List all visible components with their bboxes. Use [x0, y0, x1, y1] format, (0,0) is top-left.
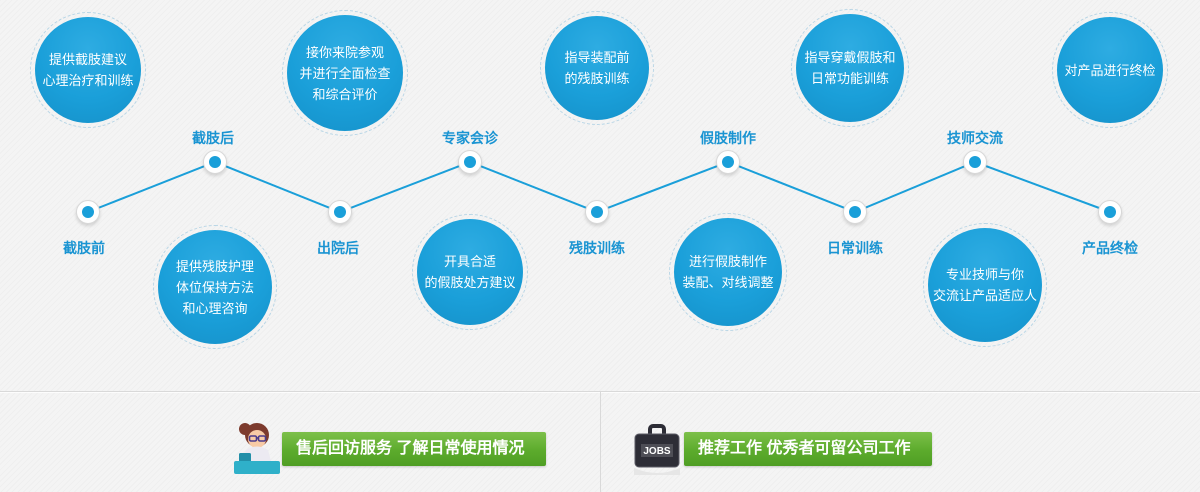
info-bubble-stump-training: 指导装配前 的残肢训练 [540, 11, 654, 125]
stage-label-tech-exchange: 技师交流 [947, 130, 1003, 146]
stage-label-prosthesis-make: 假肢制作 [700, 130, 756, 146]
info-bubble-text: 进行假肢制作 装配、对线调整 [674, 218, 782, 326]
node-dot [849, 206, 861, 218]
node-dot [464, 156, 476, 168]
bubble-line: 和心理咨询 [182, 300, 248, 316]
node-dot [1104, 206, 1116, 218]
bubble-line: 心理治疗和训练 [42, 73, 134, 88]
info-bubble-technician-exchange: 专业技师与你 交流让产品适应人 [923, 223, 1047, 347]
info-bubble-fabrication: 进行假肢制作 装配、对线调整 [669, 213, 787, 331]
bubble-line: 装配、对线调整 [682, 275, 774, 290]
after-sales-cta-banner: 售后回访服务 了解日常使用情况 [282, 432, 547, 466]
timeline-node [585, 200, 609, 224]
bubble-line: 的残肢训练 [564, 71, 630, 86]
stage-label-after-discharge: 出院后 [317, 240, 359, 256]
jobs-briefcase-icon: JOBS [634, 424, 680, 475]
bubble-line: 交流让产品适应人 [932, 288, 1037, 303]
timeline-node [458, 150, 482, 174]
timeline-node [76, 200, 100, 224]
info-bubble-text: 专业技师与你 交流让产品适应人 [928, 228, 1042, 342]
bubble-line: 进行假肢制作 [688, 254, 767, 269]
bubble-line: 专业技师与你 [945, 267, 1024, 282]
timeline-node [963, 150, 987, 174]
info-bubble-hospital-visit: 接你来院参观 并进行全面检查 和综合评价 [282, 10, 408, 136]
node-dot [82, 206, 94, 218]
stage-label-post-amputation: 截肢后 [192, 130, 234, 146]
bubble-line: 体位保持方法 [175, 279, 254, 295]
bubble-line: 接你来院参观 [305, 44, 384, 60]
info-bubble-pre-amputation: 提供截肢建议 心理治疗和训练 [30, 12, 146, 128]
info-bubble-text: 接你来院参观 并进行全面检查 和综合评价 [287, 15, 403, 131]
timeline-node [716, 150, 740, 174]
job-recommendation-cta-label: 推荐工作 优秀者可留公司工作 [698, 440, 911, 457]
after-sales-cta-label: 售后回访服务 了解日常使用情况 [296, 440, 525, 457]
info-bubble-prescription: 开具合适 的假肢处方建议 [412, 214, 528, 330]
stage-label-expert-consult: 专家会诊 [442, 130, 498, 146]
bubble-line: 开具合适 [443, 254, 496, 269]
info-bubble-wearing-training: 指导穿戴假肢和 日常功能训练 [791, 9, 909, 127]
stage-label-daily-training: 日常训练 [827, 240, 883, 256]
bubble-line: 指导穿戴假肢和 [804, 50, 896, 65]
bubble-line: 对产品进行终检 [1064, 62, 1156, 78]
footer-vertical-divider [600, 391, 601, 492]
info-bubble-text: 指导装配前 的残肢训练 [545, 16, 649, 120]
support-agent-icon [234, 423, 280, 474]
node-dot [334, 206, 346, 218]
stage-label-final-check: 产品终检 [1082, 240, 1138, 256]
node-dot [209, 156, 221, 168]
timeline-node [1098, 200, 1122, 224]
stage-label-pre-amputation: 截肢前 [63, 240, 105, 256]
bubble-line: 提供残肢护理 [175, 258, 254, 274]
timeline-node [843, 200, 867, 224]
stage-label-stump-training: 残肢训练 [569, 240, 625, 256]
info-bubble-text: 提供残肢护理 体位保持方法 和心理咨询 [158, 230, 272, 344]
node-dot [591, 206, 603, 218]
info-bubble-text: 对产品进行终检 [1057, 17, 1163, 123]
job-recommendation-cta-banner: 推荐工作 优秀者可留公司工作 [684, 432, 933, 466]
info-bubble-text: 指导穿戴假肢和 日常功能训练 [796, 14, 904, 122]
after-sales-cta[interactable]: 售后回访服务 了解日常使用情况 [228, 420, 547, 478]
info-bubble-final-inspection: 对产品进行终检 [1052, 12, 1168, 128]
jobs-icon-label: JOBS [643, 446, 671, 457]
node-dot [969, 156, 981, 168]
bubble-line: 提供截肢建议 [48, 52, 127, 67]
bubble-line: 的假肢处方建议 [424, 275, 516, 290]
timeline-node [203, 150, 227, 174]
bubble-line: 并进行全面检查 [299, 65, 391, 81]
bubble-line: 指导装配前 [564, 50, 630, 65]
bubble-line: 和综合评价 [312, 86, 378, 102]
bubble-line: 日常功能训练 [810, 71, 889, 86]
info-bubble-text: 提供截肢建议 心理治疗和训练 [35, 17, 141, 123]
job-recommendation-cta[interactable]: JOBS 推荐工作 优秀者可留公司工作 [626, 420, 933, 478]
info-bubble-stump-care: 提供残肢护理 体位保持方法 和心理咨询 [153, 225, 277, 349]
info-bubble-text: 开具合适 的假肢处方建议 [417, 219, 523, 325]
timeline-node [328, 200, 352, 224]
node-dot [722, 156, 734, 168]
